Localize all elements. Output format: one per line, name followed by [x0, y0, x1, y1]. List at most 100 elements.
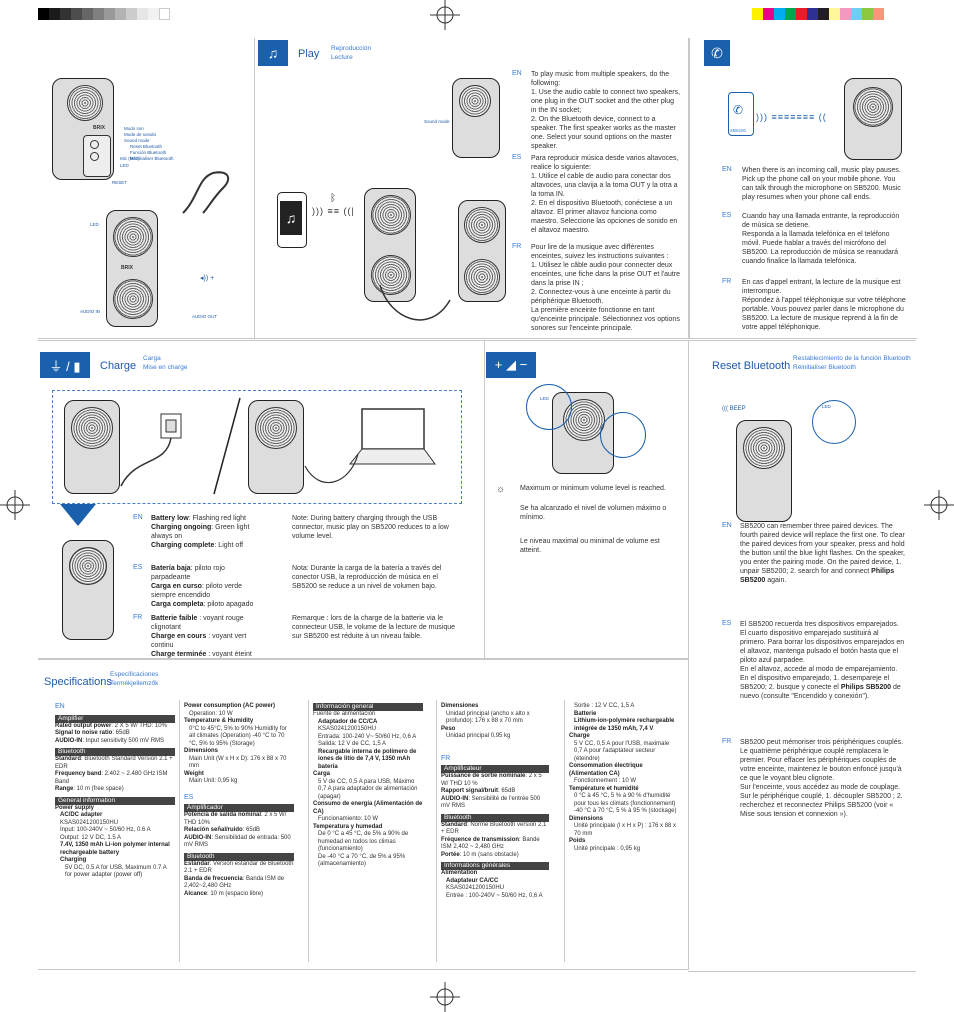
spec-value: : 10 m (sans obstacle) — [459, 851, 519, 858]
led-label: LED — [90, 222, 99, 227]
bluetooth-waves-icon: ))) ≡≡ ((| — [312, 206, 355, 216]
overview-label: Réinitialiser Bluetooth — [130, 156, 174, 161]
specs-bluetooth-bar: Bluetooth — [55, 748, 175, 756]
charge-es-done: : piloto apagado — [203, 601, 254, 608]
reset-fr-label: FR — [722, 738, 732, 745]
spec-key: Range — [55, 786, 74, 792]
strap-illustration — [182, 171, 230, 214]
beep-label: ((( BEEP — [722, 406, 746, 412]
play-es-text: Para reproducir música desde varios alta… — [531, 155, 679, 234]
specs-amplificador-title: Amplificador — [187, 804, 223, 811]
spec-key: Charging — [60, 857, 87, 863]
audio-out-label: AUDIO OUT — [192, 314, 218, 319]
spec-value: Entrada: 100-240 V~ 50/60 Hz, 0,6 A — [318, 733, 417, 740]
specs-col4: Dimensiones Unidad principal (ancho x al… — [441, 703, 549, 900]
specs-title: Specifications — [44, 676, 112, 688]
reset-en-label: EN — [722, 522, 732, 529]
spec-key: Puissance de sortie nominale — [441, 773, 526, 779]
bluetooth-button[interactable] — [90, 152, 99, 161]
spec-value: Fonctionnement : 10 W — [574, 778, 637, 784]
specs-info-general-bar: Información general — [313, 703, 423, 711]
spec-value: : Bande ISM 2,402 ~ 2,480 GHz — [441, 836, 540, 851]
call-en-label: EN — [722, 166, 732, 173]
spec-column-divider — [436, 700, 437, 962]
specs-bluetooth-es-title: Bluetooth — [187, 852, 215, 860]
call-panel — [688, 38, 917, 339]
spec-key: Banda de frecuencia — [184, 875, 243, 882]
volume-detail-circle — [600, 412, 646, 458]
specs-bluetooth-fr-title: Bluetooth — [444, 813, 472, 821]
spec-key: Adaptador de CC/CA — [318, 718, 378, 725]
brand-label: BRIX — [121, 265, 133, 271]
spec-value: Main Unit (W x H x D): 176 x 88 x 70 mm — [189, 755, 287, 770]
spec-value: : 2 x 5 W/ THD 10 % — [441, 773, 542, 787]
spec-key: Frequency band — [55, 771, 102, 777]
spec-key: Dimensions — [184, 748, 219, 754]
specs-col5: Sortie : 12 V CC, 1,5 A Batterie Lithium… — [569, 703, 679, 853]
spec-key: Charge — [569, 733, 590, 739]
call-fr-label: FR — [722, 278, 732, 285]
phone-illustration: ♫ — [277, 192, 307, 248]
bluetooth-waves-icon: ))) ≡≡≡≡≡≡≡ (( — [756, 112, 827, 122]
reset-es-label: ES — [722, 620, 732, 627]
charge-fr-low-label: Batterie faible — [151, 615, 198, 622]
speaker-grill — [255, 407, 297, 449]
volume-es-text: Se ha alcanzado el nivel de volumen máxi… — [520, 505, 667, 521]
spec-value: Input: 100-240V ~ 50/60 Hz, 0.6 A — [60, 827, 151, 833]
spec-key: Estándar — [184, 860, 210, 867]
reset-en-block: SB5200 can remember three paired devices… — [740, 522, 905, 585]
specs-info-general-title: Información general — [316, 703, 374, 710]
specs-amplificateur-bar: Amplificateur — [441, 765, 549, 773]
spec-key: AUDIO-IN — [184, 834, 212, 841]
charge-es-ongoing-label: Carga en curso — [151, 583, 202, 590]
spec-value: KSAS0241200150HU — [446, 885, 505, 891]
spec-key: Recargable interna de polímero de iones … — [318, 748, 417, 770]
spec-value: Main Unit: 0,95 kg — [189, 778, 238, 784]
reset-detail-circle — [812, 400, 856, 444]
speaker-front-illustration: BRIX — [52, 78, 114, 180]
specs-bluetooth-title: Bluetooth — [58, 748, 86, 755]
volume-detail-circle — [526, 384, 572, 430]
charge-en-block: Battery low: Flashing red light Charging… — [151, 514, 263, 550]
spec-value: Fuente de alimentación — [313, 711, 376, 717]
volume-fr-text: Le niveau maximal ou minimal de volume e… — [520, 538, 660, 554]
charge-subtitle-fr: Mise en charge — [143, 364, 188, 371]
overview-label: Función Bluetooth — [130, 150, 167, 155]
grayscale-strip — [38, 8, 170, 20]
divider-slash — [213, 397, 241, 495]
spec-key: 7.4V, 1350 mAh Li-ion polymer internal r… — [60, 842, 170, 856]
reset-fr-text: SB5200 peut mémoriser trois périphérique… — [740, 739, 904, 818]
charge-fr-block: Batterie faible : voyant rouge clignotan… — [151, 614, 263, 659]
spec-key: Standard — [55, 756, 82, 762]
spec-key: Temperatura y humedad — [313, 823, 383, 830]
speaker-grill — [69, 547, 107, 585]
reset-subtitle-fr: Réinitialiser Bluetooth — [793, 364, 856, 371]
reset-panel — [688, 340, 916, 972]
spec-key: Fréquence de transmission — [441, 836, 520, 843]
sound-mode-button[interactable] — [90, 140, 99, 149]
specs-col1: EN Amplifier Rated output power: 2 X 5 W… — [55, 703, 175, 880]
specs-col1-lang: EN — [55, 703, 65, 710]
play-es-label: ES — [512, 154, 522, 161]
music-note-icon: ♫ — [258, 40, 288, 66]
spec-value: : 10 m (free space) — [73, 786, 124, 792]
charge-speaker-usb — [248, 400, 304, 494]
charge-es-block: Batería baja: piloto rojo parpadeante Ca… — [151, 564, 263, 609]
specs-subtitle-es: Especificaciones — [110, 671, 159, 678]
charge-en-done-label: Charging complete — [151, 542, 215, 549]
spec-value: Output: 12 V DC, 1.5 A — [60, 834, 122, 841]
charge-fr-low: : voyant rouge clignotant — [151, 615, 244, 631]
charge-es-low: : piloto rojo parpadeante — [151, 565, 225, 581]
reset-label: RESET — [112, 180, 128, 185]
plug-battery-icon: ⏚ / ▮ — [40, 352, 90, 378]
specs-col3: Información general Fuente de alimentaci… — [313, 703, 423, 869]
reset-en-tail: again. — [765, 577, 787, 584]
spec-value: : Versión estándar de Bluetooth 2.1 + ED… — [184, 860, 294, 875]
phone-call-icon: ✆ — [733, 103, 744, 117]
reset-title: Reset Bluetooth — [712, 360, 791, 372]
overview-label: Mode de sonido — [124, 132, 157, 137]
charge-fr-done-label: Charge terminée — [151, 651, 207, 658]
specs-col2: Power consumption (AC power) Operation: … — [184, 703, 294, 898]
call-phone-illustration: ✆ — [728, 92, 754, 136]
spec-value: : 65dB — [112, 730, 130, 736]
